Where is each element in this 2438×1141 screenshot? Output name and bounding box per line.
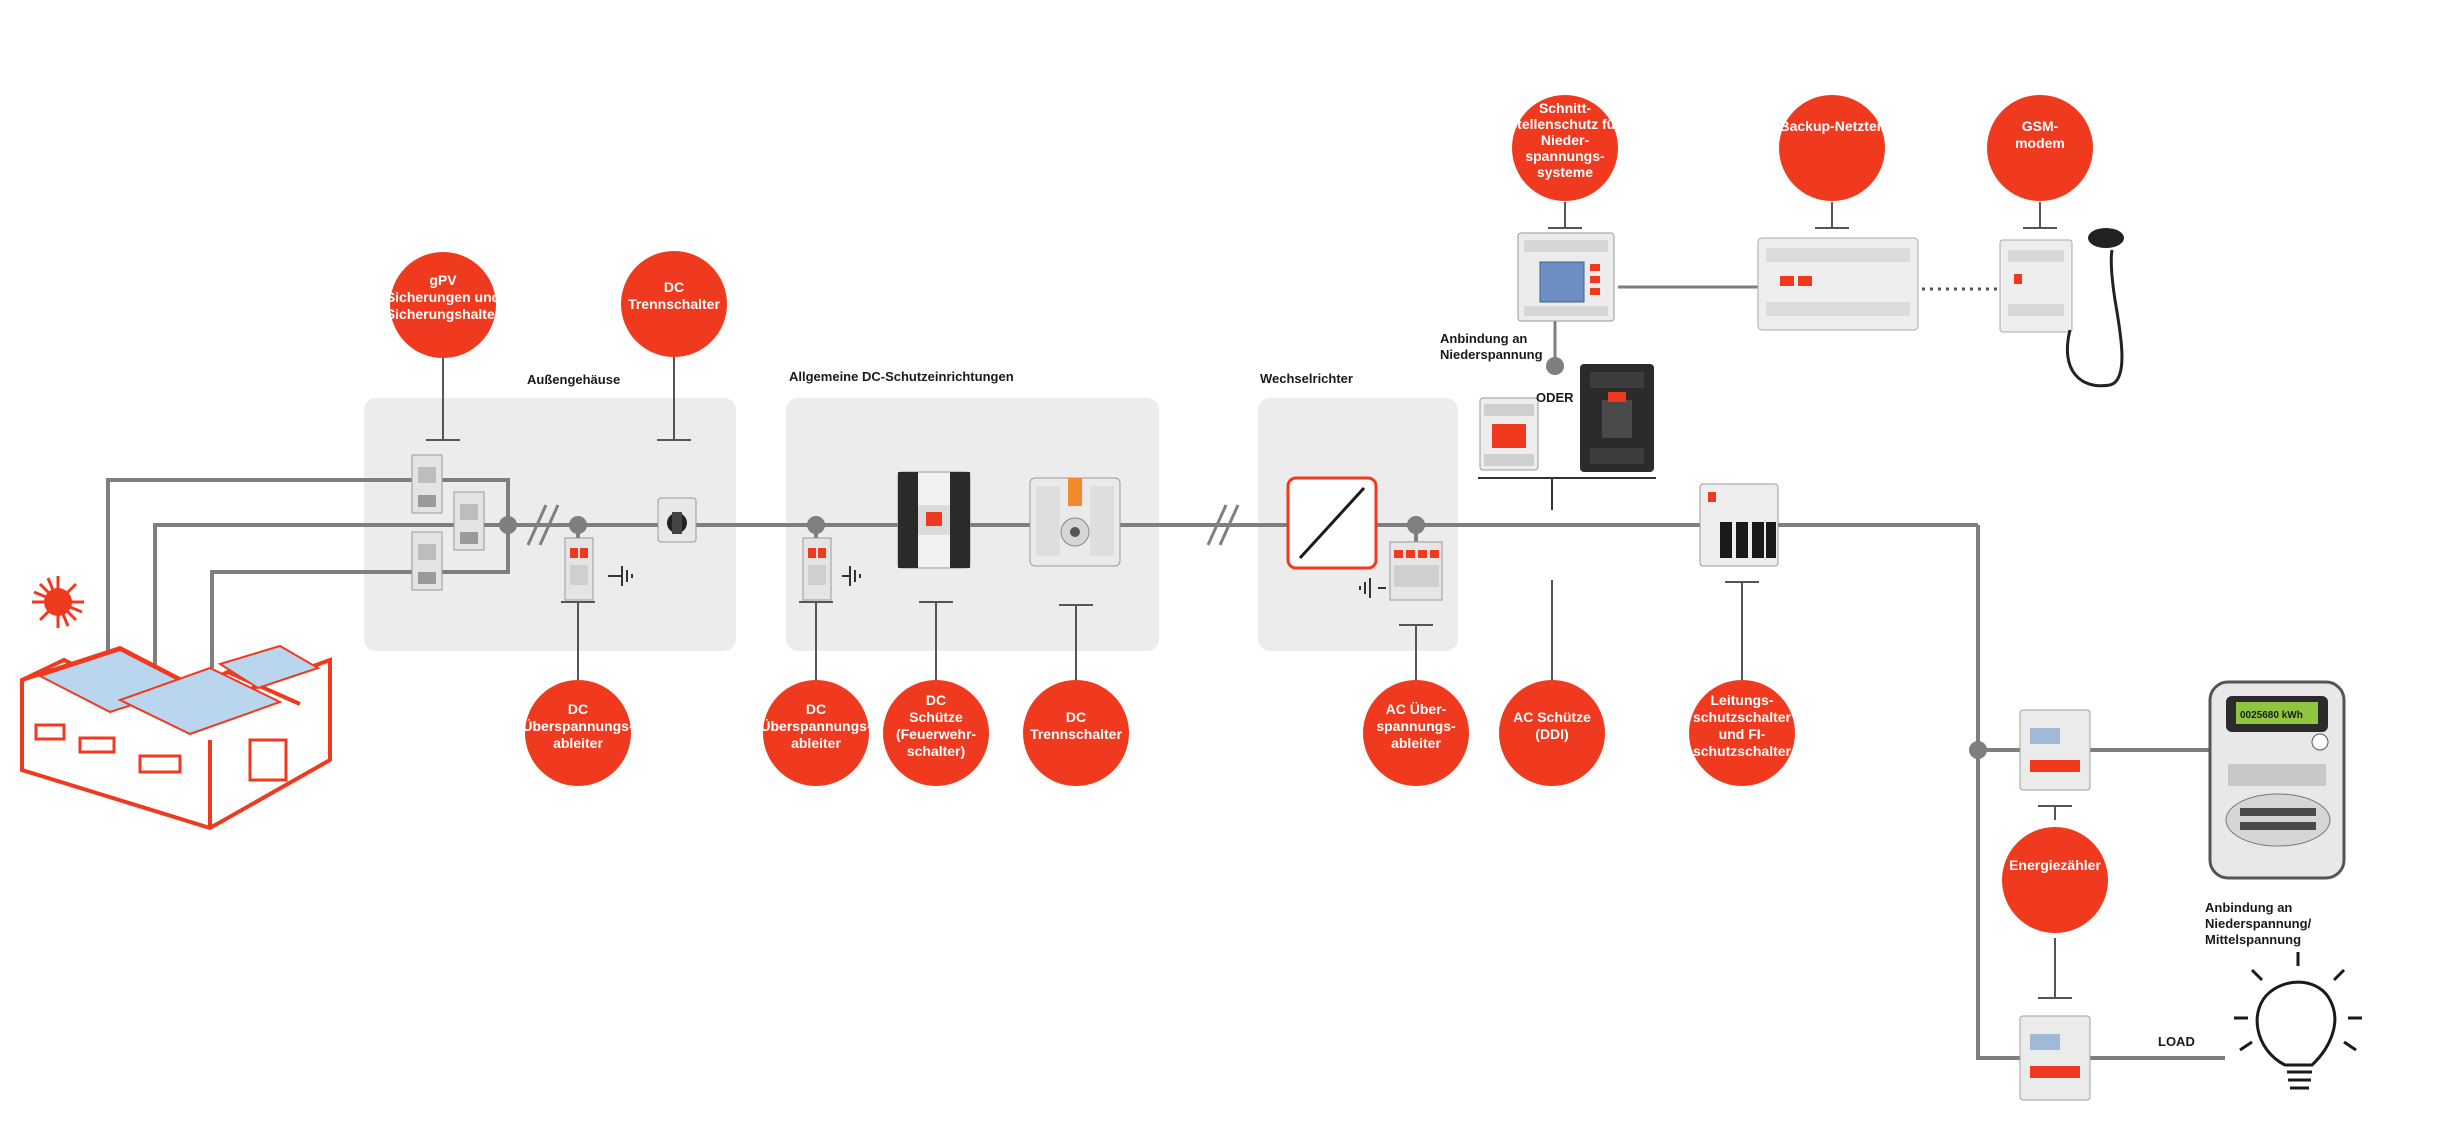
light-bulb-icon (2234, 952, 2362, 1090)
fuse-holder-2 (453, 491, 485, 551)
dc-spd-general (802, 537, 832, 601)
mccb-device (1580, 364, 1654, 472)
label-load: LOAD (2158, 1034, 2195, 1049)
ground-symbol-icon (842, 566, 861, 586)
break-mark-dc-1 (526, 504, 560, 546)
bubble-ac-contactor: AC Schütze(DDI) (1499, 680, 1605, 786)
bubble-line: Sicherungen und (386, 289, 500, 305)
ac-spd-device (1389, 541, 1443, 601)
wiring (106, 285, 2225, 1060)
label-oder: ODER (1536, 390, 1574, 405)
inverter-symbol (1286, 476, 1378, 570)
svg-text:AC Über-spannungs-ableiter: AC Über-spannungs-ableiter (1376, 701, 1456, 751)
junction-dots (499, 357, 1987, 759)
svg-text:Energiezähler: Energiezähler (2009, 857, 2101, 873)
section-title-outer-housing: Außengehäuse (527, 372, 620, 387)
break-mark-dc-2 (1206, 504, 1240, 546)
bubble-line: Sicherungshalter (386, 306, 501, 322)
bubble-connectors (426, 202, 2072, 999)
section-title-inverter: Wechselrichter (1260, 371, 1353, 386)
mcb-rcd-device (1699, 483, 1779, 567)
bubble-backup-psu: Backup-Netzteil (1779, 95, 1885, 201)
backup-psu-device (1757, 237, 1919, 331)
bubble-line: gPV (429, 272, 457, 288)
solar-roof-building-icon (20, 644, 332, 831)
ground-symbol-icon (1359, 578, 1386, 598)
sun-icon (32, 576, 84, 628)
bubble-gsm-modem: GSM-modem (1987, 95, 2093, 201)
bubble-ac-spd: AC Über-spannungs-ableiter (1363, 680, 1469, 786)
dc-contactor-device (897, 471, 971, 569)
dc-switch-disconnector-device (1029, 477, 1121, 567)
utility-meter-device: 0025680 kWh (2208, 680, 2346, 880)
section-title-dc-protection: Allgemeine DC-Schutzeinrichtungen (789, 369, 1014, 384)
ac-contactor-device (1479, 397, 1539, 471)
meter-display-value: 0025680 kWh (2240, 710, 2303, 721)
bubble-energy-meter: Energiezähler (2002, 827, 2108, 933)
svg-text:AC Schütze(DDI): AC Schütze(DDI) (1513, 709, 1591, 742)
antenna-icon (2065, 228, 2124, 388)
energy-meter-1 (2019, 709, 2091, 791)
svg-text:GSM-modem: GSM-modem (2015, 118, 2065, 151)
svg-text:Backup-Netzteil: Backup-Netzteil (1779, 118, 1884, 134)
ground-symbol-icon (608, 566, 633, 586)
gsm-modem-device (1999, 239, 2073, 333)
energy-meter-2 (2019, 1015, 2091, 1101)
fuse-holder-3 (411, 531, 443, 591)
interface-protection-device (1517, 232, 1615, 322)
dc-rotary-switch-outer (657, 497, 697, 543)
dc-spd-outer (564, 537, 594, 601)
fuse-holder-1 (411, 454, 443, 514)
